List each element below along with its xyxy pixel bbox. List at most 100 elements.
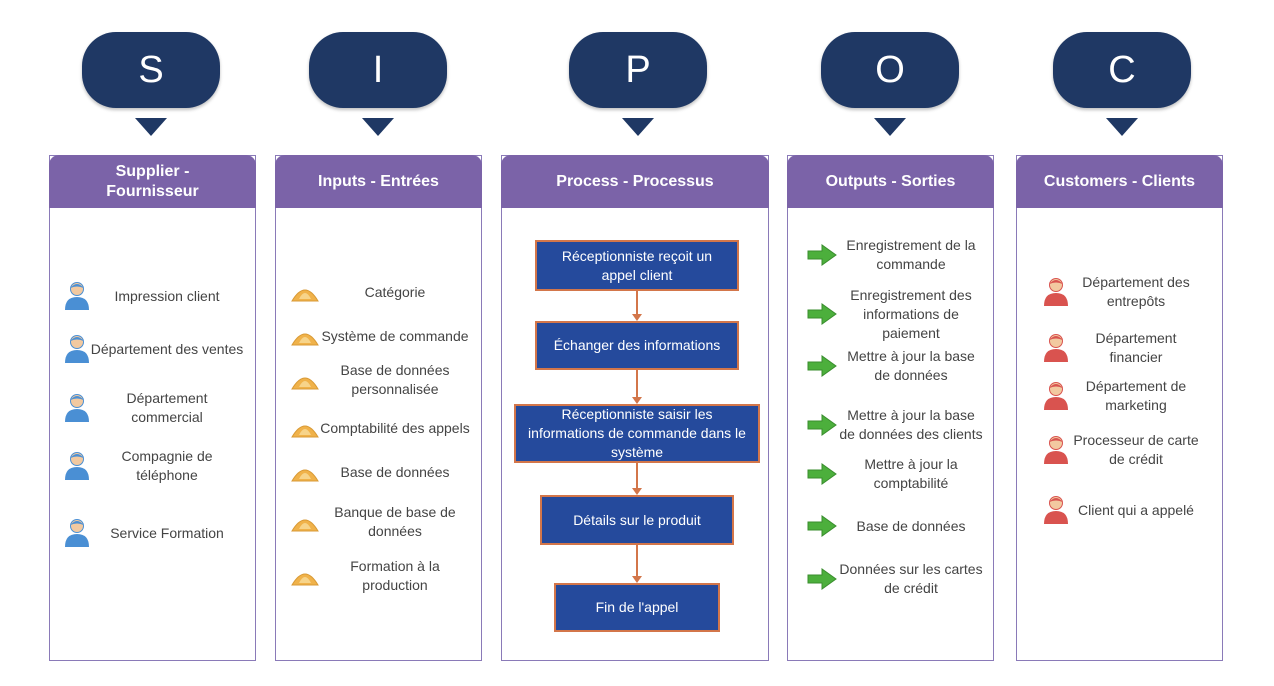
output-item-label: Enregistrement des informations de paiem… — [850, 286, 972, 341]
letter-bubble-i: I — [309, 32, 447, 108]
customer-item-label: Client qui a appelé — [1078, 501, 1194, 518]
supplier-item-label: Impression client — [114, 287, 220, 304]
customer-item-label: Département financier — [1095, 330, 1177, 365]
input-item: Comptabilité des appels — [290, 408, 470, 448]
supplier-column: Supplier - Fournisseur Impression client… — [49, 155, 256, 661]
input-item-label: Catégorie — [364, 283, 426, 300]
letter-bubble-c: C — [1053, 32, 1191, 108]
supplier-item: Département commercial — [64, 388, 244, 428]
process-connector-3 — [632, 463, 642, 495]
person-icon — [64, 393, 90, 423]
customer-item: Département financier — [1043, 328, 1203, 368]
bubble-pointer-c — [1106, 118, 1138, 136]
input-item: Banque de base de données — [290, 502, 470, 542]
person-icon — [1043, 381, 1069, 411]
output-item-label: Mettre à jour la base de données des cli… — [839, 407, 983, 442]
arrow-right-icon — [806, 514, 838, 538]
customer-item: Département de marketing — [1043, 376, 1203, 416]
letter-bubble-s: S — [82, 32, 220, 108]
process-header: Process - Processus — [501, 155, 769, 208]
letter-bubble-o: O — [821, 32, 959, 108]
triangle-icon — [290, 461, 320, 483]
output-item: Enregistrement des informations de paiem… — [806, 286, 984, 342]
outputs-header: Outputs - Sorties — [787, 155, 994, 208]
output-item: Enregistrement de la commande — [806, 235, 984, 275]
triangle-icon — [290, 417, 320, 439]
bubble-pointer-o — [874, 118, 906, 136]
output-item-label: Base de données — [856, 517, 966, 534]
supplier-item: Impression client — [64, 276, 244, 316]
supplier-item: Service Formation — [64, 513, 244, 553]
customer-item: Département des entrepôts — [1043, 272, 1203, 312]
output-item: Données sur les cartes de crédit — [806, 559, 984, 599]
input-item-label: Base de données personnalisée — [340, 362, 450, 397]
letter-bubble-p: P — [569, 32, 707, 108]
output-item: Mettre à jour la comptabilité — [806, 454, 984, 494]
supplier-item: Département des ventes — [64, 329, 244, 369]
input-item-label: Comptabilité des appels — [320, 419, 470, 436]
output-item-label: Mettre à jour la comptabilité — [864, 456, 958, 491]
supplier-item-label: Département des ventes — [90, 340, 244, 357]
input-item: Catégorie — [290, 272, 470, 312]
person-icon — [1043, 277, 1069, 307]
bubble-pointer-s — [135, 118, 167, 136]
input-item-label: Base de données — [340, 463, 450, 480]
supplier-item-label: Service Formation — [110, 524, 224, 541]
output-item: Base de données — [806, 506, 984, 546]
process-step-5: Fin de l'appel — [554, 583, 720, 632]
triangle-icon — [290, 325, 320, 347]
supplier-item-label: Département commercial — [126, 390, 208, 425]
triangle-icon — [290, 281, 320, 303]
arrow-right-icon — [806, 413, 838, 437]
supplier-item-label: Compagnie de téléphone — [121, 448, 213, 483]
arrow-right-icon — [806, 567, 838, 591]
process-column: Process - Processus Réceptionniste reçoi… — [501, 155, 769, 661]
supplier-header: Supplier - Fournisseur — [49, 155, 256, 208]
output-item: Mettre à jour la base de données des cli… — [806, 397, 984, 453]
customer-item-label: Processeur de carte de crédit — [1073, 432, 1199, 467]
person-icon — [64, 518, 90, 548]
process-step-4: Détails sur le produit — [540, 495, 734, 545]
bubble-pointer-p — [622, 118, 654, 136]
person-icon — [64, 281, 90, 311]
outputs-column: Outputs - Sorties Enregistrement de la c… — [787, 155, 994, 661]
input-item: Base de données personnalisée — [290, 360, 470, 400]
supplier-item: Compagnie de téléphone — [64, 446, 244, 486]
output-item-label: Mettre à jour la base de données — [847, 348, 975, 383]
triangle-icon — [290, 511, 320, 533]
inputs-header: Inputs - Entrées — [275, 155, 482, 208]
bubble-pointer-i — [362, 118, 394, 136]
customer-item: Processeur de carte de crédit — [1043, 430, 1203, 470]
triangle-icon — [290, 565, 320, 587]
input-item-label: Système de commande — [321, 327, 469, 344]
input-item: Base de données — [290, 452, 470, 492]
input-item: Système de commande — [290, 316, 470, 356]
arrow-right-icon — [806, 302, 838, 326]
triangle-icon — [290, 369, 320, 391]
person-icon — [1043, 333, 1069, 363]
output-item-label: Données sur les cartes de crédit — [839, 561, 983, 596]
arrow-right-icon — [806, 243, 838, 267]
customer-item-label: Département des entrepôts — [1082, 274, 1190, 309]
process-step-2: Échanger des informations — [535, 321, 739, 370]
arrow-right-icon — [806, 354, 838, 378]
customer-item: Client qui a appelé — [1043, 490, 1203, 530]
process-connector-4 — [632, 545, 642, 583]
person-icon — [64, 334, 90, 364]
customers-column: Customers - Clients Département des entr… — [1016, 155, 1223, 661]
process-step-3: Réceptionniste saisir les informations d… — [514, 404, 760, 463]
input-item-label: Banque de base de données — [334, 504, 456, 539]
output-item: Mettre à jour la base de données — [806, 346, 984, 386]
person-icon — [64, 451, 90, 481]
process-connector-2 — [632, 370, 642, 404]
person-icon — [1043, 495, 1069, 525]
input-item-label: Formation à la production — [350, 558, 440, 593]
process-connector-1 — [632, 291, 642, 321]
output-item-label: Enregistrement de la commande — [846, 237, 976, 272]
customer-item-label: Département de marketing — [1085, 378, 1187, 413]
customers-header: Customers - Clients — [1016, 155, 1223, 208]
arrow-right-icon — [806, 462, 838, 486]
input-item: Formation à la production — [290, 556, 470, 596]
process-step-1: Réceptionniste reçoit un appel client — [535, 240, 739, 291]
